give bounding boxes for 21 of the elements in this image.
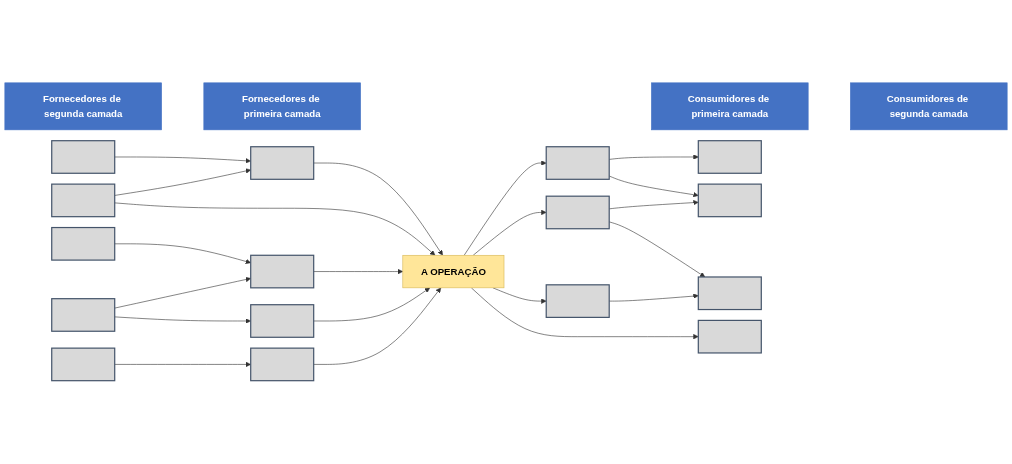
node-box <box>51 227 116 261</box>
node-box: A OPERAÇÃO <box>402 255 505 289</box>
node-box <box>697 140 762 175</box>
node-box <box>697 183 762 218</box>
node-box <box>250 304 315 339</box>
node-box <box>51 298 116 333</box>
node-box <box>697 320 762 354</box>
node-box <box>51 347 116 382</box>
node-box <box>545 146 610 181</box>
node-box <box>250 347 315 382</box>
node-box <box>250 254 315 289</box>
node-box <box>51 140 116 175</box>
node-box <box>697 276 762 311</box>
node-box <box>51 183 116 218</box>
node-box: Fornecedores de primeira camada <box>203 82 361 131</box>
node-box: Fornecedores de segunda camada <box>4 82 162 131</box>
node-box: Consumidores de segunda camada <box>850 82 1008 131</box>
node-box <box>545 284 610 319</box>
node-box: Consumidores de primeira camada <box>651 82 809 131</box>
node-box <box>250 146 315 181</box>
node-box <box>545 195 610 230</box>
